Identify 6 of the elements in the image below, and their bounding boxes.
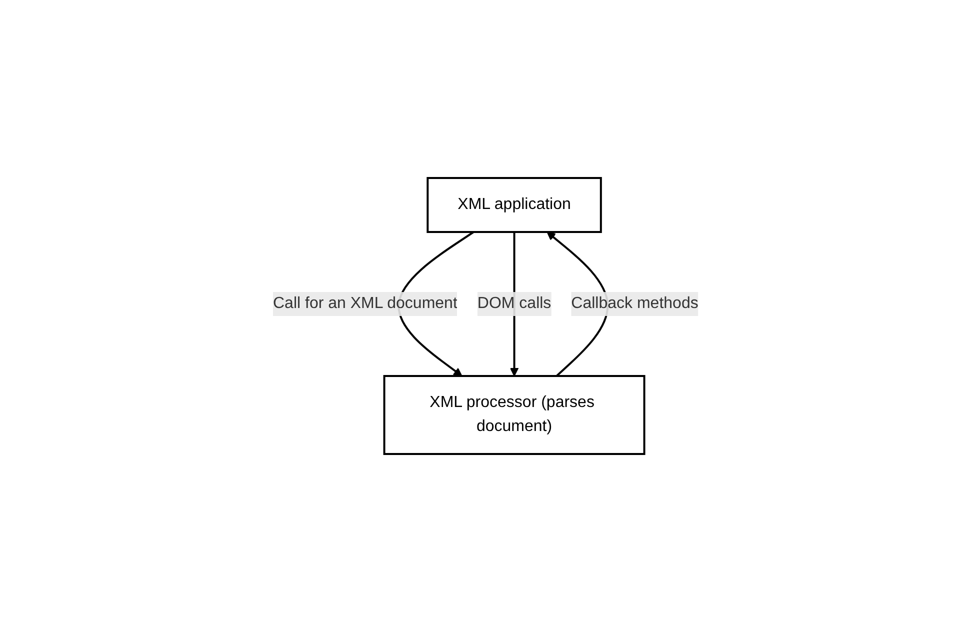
node-box: XML application bbox=[426, 176, 602, 232]
edge-label: Call for an XML document bbox=[272, 294, 458, 312]
node-box: XML processor (parses document) bbox=[383, 374, 646, 454]
edge-label: Callback methods bbox=[571, 294, 698, 312]
edge-label: DOM calls bbox=[477, 294, 551, 312]
arrow bbox=[398, 230, 474, 376]
